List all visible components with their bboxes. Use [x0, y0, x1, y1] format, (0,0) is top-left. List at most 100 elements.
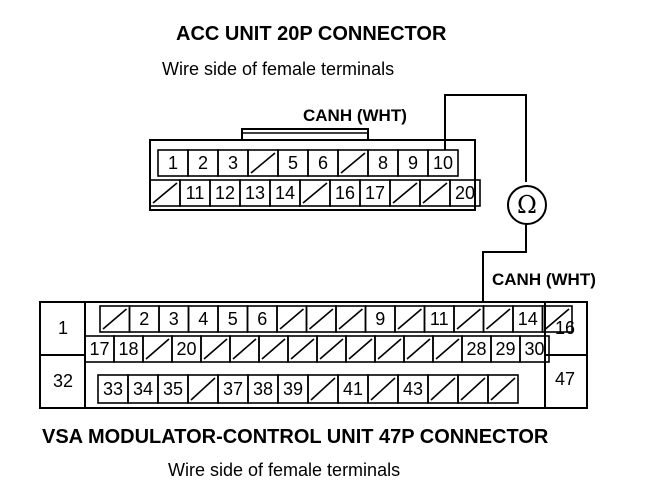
vsa-pin-34: 34	[127, 374, 159, 404]
vsa-connector-subtitle: Wire side of female terminals	[168, 460, 400, 480]
unused-cavity-slash	[145, 338, 170, 360]
pin-number: 37	[223, 379, 243, 399]
vsa-pin-30: 30	[519, 335, 550, 363]
unused-cavity-slash	[308, 308, 334, 330]
vsa-wire-label: CANH (WHT)	[492, 270, 596, 289]
ohm-icon: Ω	[517, 191, 537, 219]
pin-number: 14	[275, 183, 295, 203]
acc-pin-1: 1	[157, 149, 189, 177]
pin-number: 8	[378, 153, 388, 173]
pin-number: 9	[408, 153, 418, 173]
unused-cavity-slash	[435, 338, 460, 360]
unused-cavity-slash	[406, 338, 431, 360]
pin-number: 6	[257, 309, 267, 329]
pin-number: 12	[215, 183, 235, 203]
pin-number: 5	[288, 153, 298, 173]
unused-cavity-slash	[397, 308, 423, 330]
vsa-blank-cavity	[229, 335, 260, 363]
vsa-canh-wire	[482, 224, 527, 302]
vsa-pin-37: 37	[217, 374, 249, 404]
unused-cavity-slash	[310, 377, 336, 401]
vsa-pin-11: 11	[423, 305, 455, 333]
pin-number: 13	[245, 183, 265, 203]
acc-connector-subtitle: Wire side of female terminals	[162, 59, 394, 79]
vsa-blank-cavity	[258, 335, 289, 363]
vsa-pin-29: 29	[490, 335, 521, 363]
acc-blank-cavity	[247, 149, 279, 177]
vsa-pin-6: 6	[246, 305, 278, 333]
unused-cavity-slash	[319, 338, 344, 360]
pin-number: 30	[524, 339, 544, 359]
unused-cavity-slash	[340, 152, 366, 174]
unused-cavity-slash	[370, 377, 396, 401]
pin-number: 3	[169, 309, 179, 329]
pin-number: 29	[495, 339, 515, 359]
unused-cavity-slash	[279, 308, 305, 330]
pin-number: 14	[518, 309, 538, 329]
acc-pin-6: 6	[307, 149, 339, 177]
pin-number: 4	[198, 309, 208, 329]
acc-pin-9: 9	[397, 149, 429, 177]
acc-pin-17: 17	[359, 179, 391, 207]
vsa-pin-4: 4	[187, 305, 219, 333]
vsa-pin-3: 3	[158, 305, 190, 333]
vsa-pin-1: 1	[58, 318, 68, 338]
unused-cavity-slash	[456, 308, 482, 330]
unused-cavity-slash	[232, 338, 257, 360]
vsa-pin-9: 9	[364, 305, 396, 333]
acc-pin-8: 8	[367, 149, 399, 177]
pin-number: 38	[253, 379, 273, 399]
acc-pin-16: 16	[329, 179, 361, 207]
pin-cell	[449, 179, 481, 207]
pin-number: 28	[466, 339, 486, 359]
pin-number: 1	[168, 153, 178, 173]
acc-pin-14: 14	[269, 179, 301, 207]
pin-number: 33	[103, 379, 123, 399]
pin-number: 3	[228, 153, 238, 173]
acc-pin-3: 3	[217, 149, 249, 177]
vsa-blank-cavity	[345, 335, 376, 363]
unused-cavity-slash	[152, 182, 178, 204]
vsa-pin-28: 28	[461, 335, 492, 363]
vsa-blank-cavity	[276, 305, 308, 333]
vsa-pin-43: 43	[397, 374, 429, 404]
vsa-pin-41: 41	[337, 374, 369, 404]
unused-cavity-slash	[203, 338, 228, 360]
unused-cavity-slash	[392, 182, 418, 204]
pin-number: 41	[343, 379, 363, 399]
acc-pin-5: 5	[277, 149, 309, 177]
vsa-blank-cavity	[316, 335, 347, 363]
pin-number: 10	[433, 153, 453, 173]
unused-cavity-slash	[490, 377, 516, 401]
acc-wire-label: CANH (WHT)	[303, 106, 407, 125]
pin-number: 6	[318, 153, 328, 173]
vsa-pin-17: 17	[84, 335, 115, 363]
acc-blank-cavity	[389, 179, 421, 207]
vsa-pin-2: 2	[128, 305, 160, 333]
pin-number: 2	[198, 153, 208, 173]
vsa-blank-cavity	[187, 374, 219, 404]
vsa-pin-35: 35	[157, 374, 189, 404]
acc-pin-20: 20	[449, 179, 481, 207]
unused-cavity-slash	[348, 338, 373, 360]
unused-cavity-slash	[338, 308, 364, 330]
unused-cavity-slash	[190, 377, 216, 401]
vsa-blank-cavity	[482, 305, 514, 333]
unused-cavity-slash	[460, 377, 486, 401]
vsa-pin-20: 20	[171, 335, 202, 363]
pin-number: 20	[455, 183, 475, 203]
vsa-pin-14: 14	[512, 305, 544, 333]
pin-cell	[541, 305, 573, 333]
pin-number: 16	[335, 183, 355, 203]
pin-number: 17	[89, 339, 109, 359]
vsa-blank-cavity	[394, 305, 426, 333]
vsa-connector-title: VSA MODULATOR-CONTROL UNIT 47P CONNECTOR	[42, 426, 549, 448]
acc-blank-cavity	[149, 179, 181, 207]
vsa-blank-cavity	[487, 374, 519, 404]
acc-canh-wire	[444, 94, 527, 182]
unused-cavity-slash	[485, 308, 511, 330]
pin-number: 11	[430, 309, 449, 329]
unused-cavity-slash	[261, 338, 286, 360]
unused-cavity-slash	[377, 338, 402, 360]
